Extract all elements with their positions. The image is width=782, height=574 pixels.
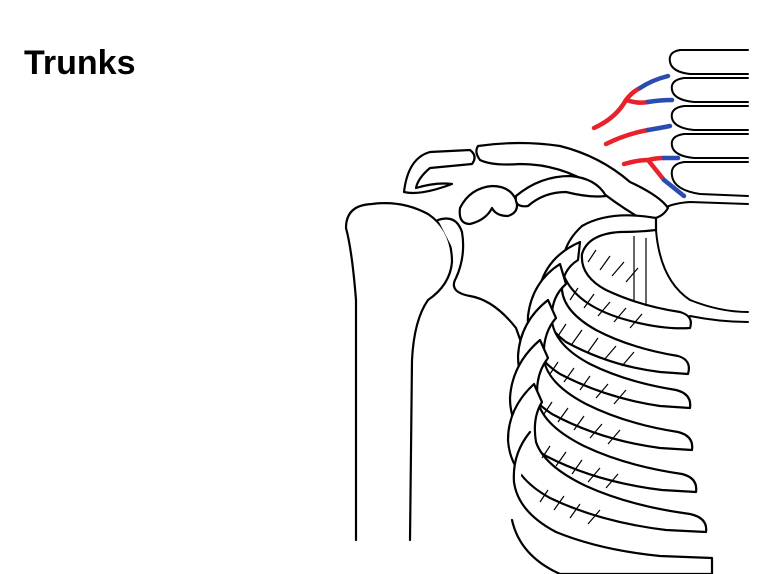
root-c5 [637, 73, 671, 91]
upper-rib-right [655, 201, 749, 323]
rib-5 [508, 338, 698, 494]
scapula [436, 184, 528, 382]
vertebra-1 [668, 49, 749, 75]
lower-trunk-branch [645, 155, 667, 163]
brachial-plexus-trunks [591, 73, 687, 199]
humerus [344, 202, 454, 542]
root-c6 [645, 97, 675, 105]
root-t1 [661, 177, 687, 199]
coracoid-process [514, 174, 608, 208]
lower-trunk [621, 157, 667, 183]
vertebra-2 [670, 77, 749, 103]
vertebra-4 [670, 133, 749, 159]
cervical-vertebrae [668, 49, 749, 197]
root-c7 [645, 123, 673, 133]
upper-trunk [591, 85, 643, 131]
rib-1 [561, 214, 692, 330]
rib-6 [506, 382, 708, 534]
costal-hatching [539, 236, 647, 525]
rib-cage [506, 214, 714, 574]
acromion [402, 148, 476, 195]
slide-title: Trunks [24, 44, 136, 82]
middle-trunk [603, 127, 651, 147]
upper-trunk-branch [623, 97, 651, 105]
rib-7 [510, 430, 714, 574]
vertebra-3 [670, 105, 749, 131]
vertebra-5 [670, 161, 749, 197]
